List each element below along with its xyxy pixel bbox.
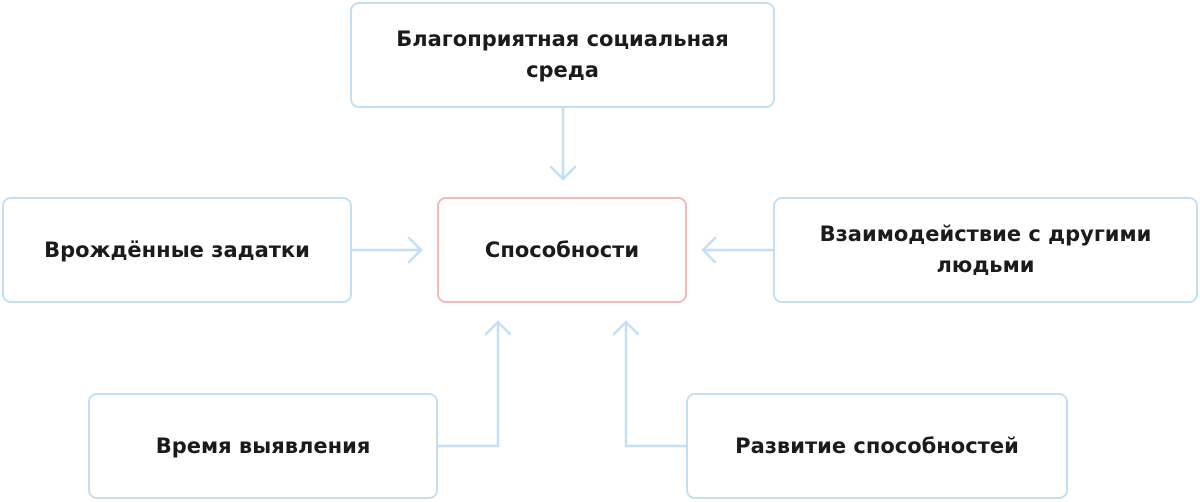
- factor-development-box: Развитие способностей: [686, 393, 1068, 499]
- factor-social-environment-box: Благоприятная социальная среда: [350, 2, 775, 108]
- center-abilities-box: Способности: [437, 197, 687, 303]
- arrow-innate-inclinations-to-abilities: [349, 236, 423, 264]
- factor-interaction-label: Взаимодействие с другими людьми: [819, 222, 1152, 277]
- factor-discovery-time-box: Время выявления: [88, 393, 438, 499]
- factor-interaction-box: Взаимодействие с другими людьми: [773, 197, 1198, 303]
- factor-discovery-time-label: Время выявления: [155, 433, 371, 458]
- arrow-development-to-abilities: [612, 320, 688, 448]
- factor-innate-inclinations-label: Врождённые задатки: [44, 237, 310, 262]
- factor-development-label: Развитие способностей: [735, 433, 1019, 458]
- arrow-discovery-time-to-abilities: [436, 320, 512, 448]
- arrow-social-environment-to-abilities: [549, 106, 577, 181]
- factor-innate-inclinations-box: Врождённые задатки: [2, 197, 352, 303]
- arrow-interaction-to-abilities: [701, 236, 775, 264]
- factor-social-environment-label: Благоприятная социальная среда: [396, 27, 729, 82]
- center-abilities-label: Способности: [484, 237, 640, 262]
